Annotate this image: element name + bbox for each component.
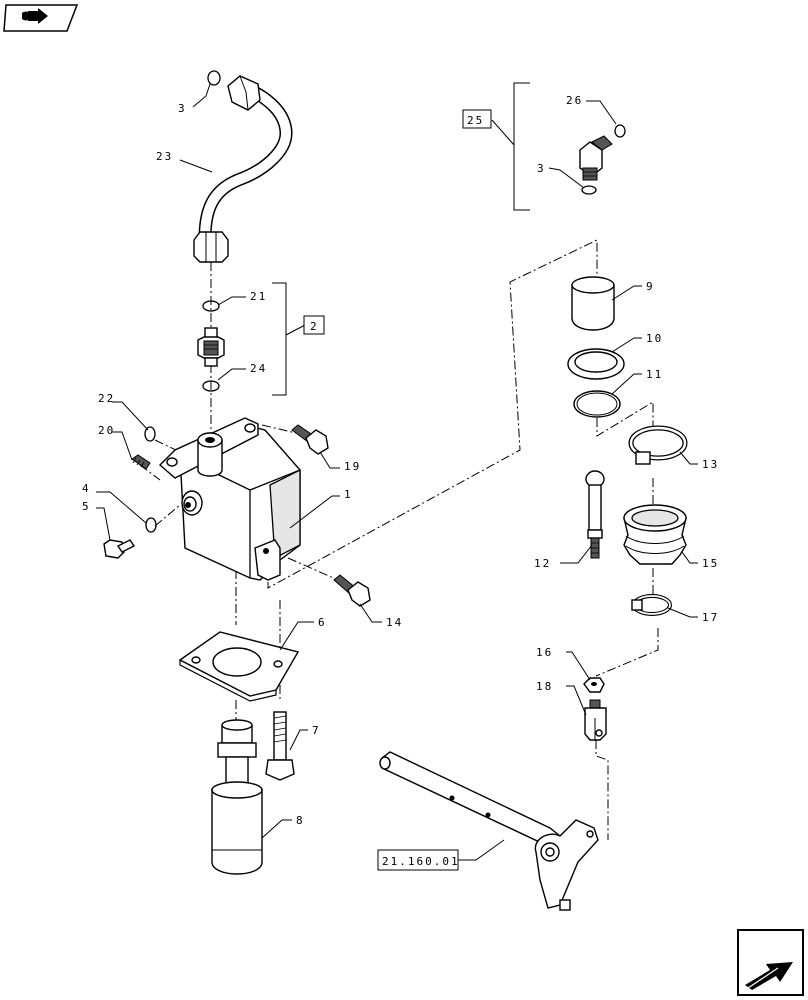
seal-part-10[interactable] — [567, 348, 625, 380]
label-1: 1 — [344, 488, 353, 501]
label-23: 23 — [156, 150, 173, 163]
label-9: 9 — [646, 280, 655, 293]
reservoir-cap-part-9[interactable] — [571, 276, 615, 331]
label-15: 15 — [702, 557, 719, 570]
seal-part-11[interactable] — [573, 390, 621, 418]
label-12: 12 — [534, 557, 551, 570]
group-box-2[interactable]: 2 — [303, 315, 325, 335]
book-arrow-icon[interactable] — [3, 4, 79, 32]
label-18: 18 — [536, 680, 553, 693]
o-ring-part-3[interactable] — [207, 70, 221, 86]
label-8: 8 — [296, 814, 305, 827]
next-page-arrow-icon[interactable] — [737, 929, 804, 996]
label-3-b: 3 — [537, 162, 546, 175]
label-14: 14 — [386, 616, 403, 629]
valve-body-part-1[interactable] — [158, 417, 301, 581]
clamp-part-17[interactable] — [631, 594, 672, 616]
bolt-part-5[interactable] — [103, 539, 136, 559]
group-bracket-25 — [491, 82, 530, 211]
group-box-25[interactable]: 25 — [462, 109, 492, 129]
group-label-25: 25 — [467, 114, 484, 127]
label-13: 13 — [702, 458, 719, 471]
o-ring-part-21[interactable] — [202, 300, 220, 312]
group-bracket-2 — [272, 282, 306, 396]
label-3: 3 — [178, 102, 187, 115]
reference-label: 21.160.01 — [382, 855, 460, 868]
clamp-part-13[interactable] — [628, 425, 688, 465]
bolt-part-19[interactable] — [291, 424, 329, 455]
o-ring-part-4[interactable] — [145, 517, 157, 533]
clevis-part-18[interactable] — [584, 699, 607, 741]
label-10: 10 — [646, 332, 663, 345]
label-22: 22 — [98, 392, 115, 405]
push-rod-part-12[interactable] — [585, 470, 605, 559]
bolt-part-14[interactable] — [333, 574, 371, 607]
gasket-part-6[interactable] — [178, 631, 300, 702]
nut-part-16[interactable] — [583, 677, 605, 693]
label-11: 11 — [646, 368, 663, 381]
label-16: 16 — [536, 646, 553, 659]
label-7: 7 — [312, 724, 321, 737]
group-label-2: 2 — [310, 320, 319, 333]
screw-part-20[interactable] — [131, 454, 151, 470]
part-labels: 3 23 21 24 22 20 4 5 19 1 14 6 7 8 26 3 … — [82, 94, 719, 827]
label-6: 6 — [318, 616, 327, 629]
label-24: 24 — [250, 362, 267, 375]
o-ring-part-24[interactable] — [202, 380, 220, 392]
label-4: 4 — [82, 482, 91, 495]
o-ring-part-3-b[interactable] — [581, 185, 597, 195]
cylinder-part-8[interactable] — [211, 719, 263, 875]
o-ring-part-26[interactable] — [614, 124, 626, 138]
adapter-fitting[interactable] — [197, 327, 225, 367]
label-5: 5 — [82, 500, 91, 513]
label-20: 20 — [98, 424, 115, 437]
label-17: 17 — [702, 611, 719, 624]
label-21: 21 — [250, 290, 267, 303]
pedal-lever[interactable] — [379, 751, 599, 911]
boot-part-15[interactable] — [623, 504, 687, 565]
reference-box[interactable]: 21.160.01 — [377, 849, 460, 871]
pipe-part-23[interactable] — [193, 75, 293, 263]
elbow-fitting[interactable] — [579, 135, 613, 181]
label-26: 26 — [566, 94, 583, 107]
bolt-part-7[interactable] — [265, 711, 295, 781]
label-19: 19 — [344, 460, 361, 473]
leader-lines — [96, 83, 698, 861]
o-ring-part-22[interactable] — [144, 426, 156, 442]
